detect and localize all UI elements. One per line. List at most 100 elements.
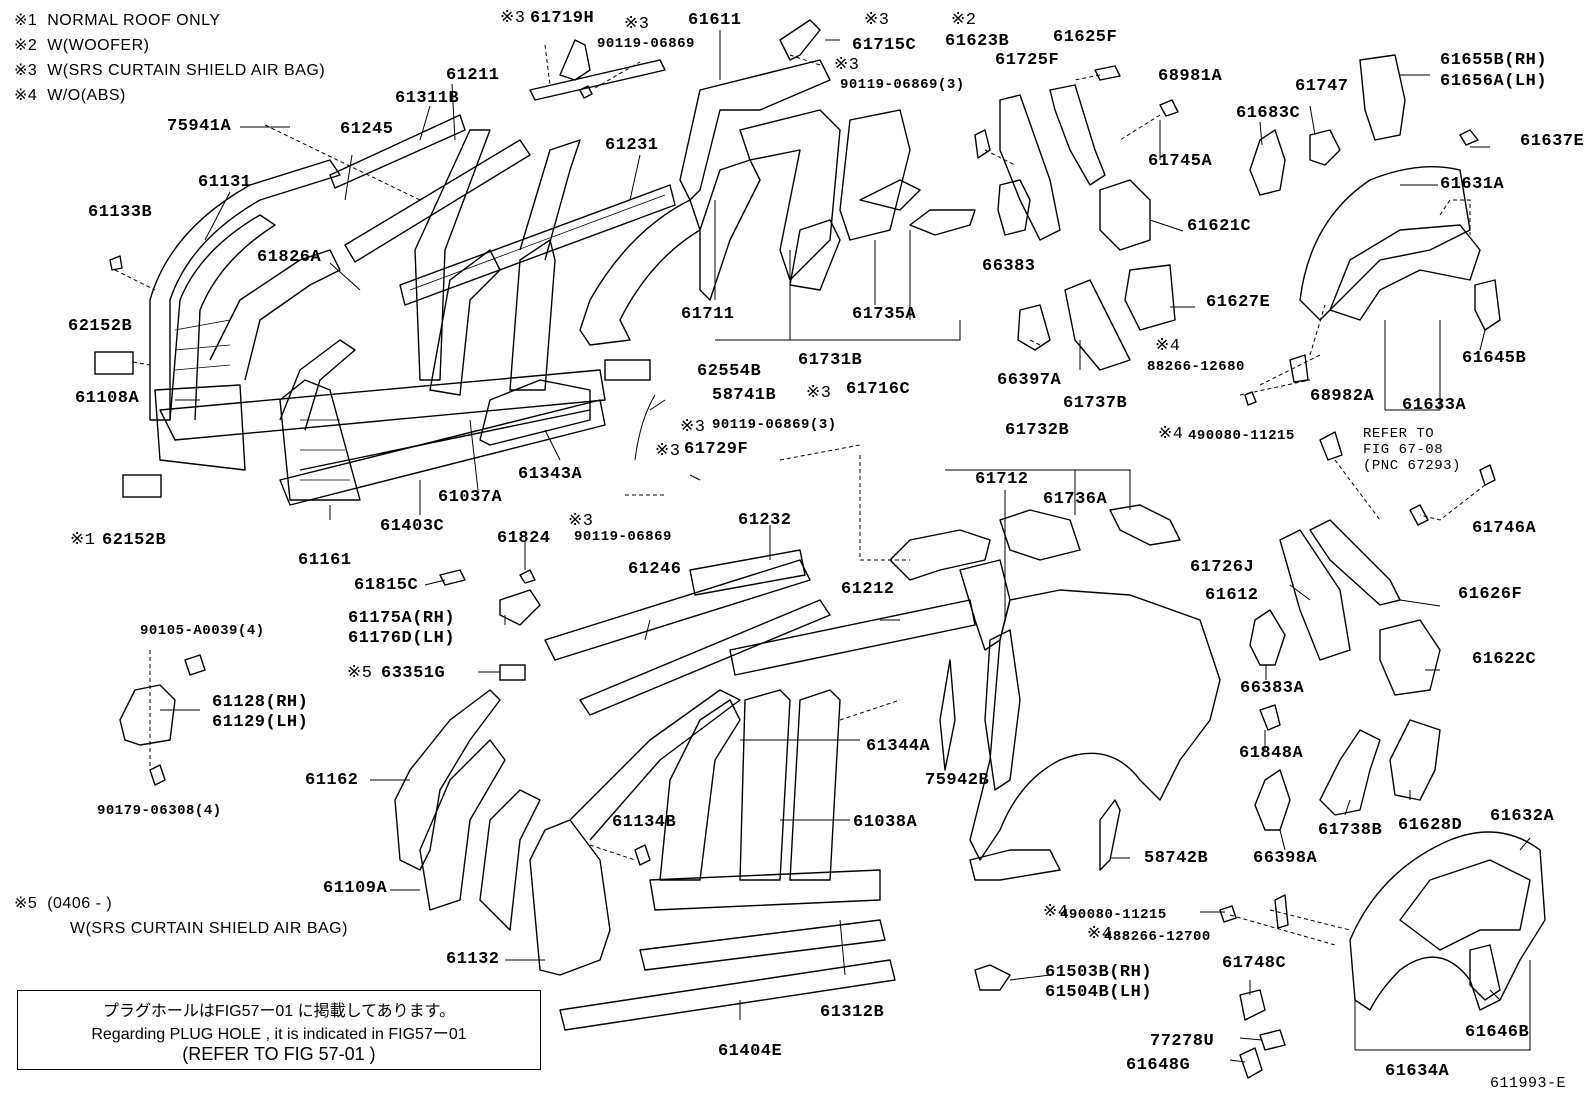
part-label: 61712 <box>975 470 1029 489</box>
note-mark: ※1 <box>14 12 38 29</box>
leader-lines <box>160 30 1531 1063</box>
part-label: 58742B <box>1144 849 1209 868</box>
part-label: 61132 <box>446 950 500 969</box>
part-label: 61403C <box>380 517 445 536</box>
part-label: 61344A <box>866 737 931 756</box>
part-label: 61232 <box>738 511 792 530</box>
part-label: 61176D(LH) <box>348 629 456 648</box>
ref-mark-4: ※4 <box>1158 425 1184 444</box>
part-label: 90179-06308(4) <box>97 803 222 819</box>
part-label: 61161 <box>298 551 352 570</box>
note-text: W/O(ABS) <box>47 87 126 104</box>
part-label: 63351G <box>381 664 446 683</box>
part-label: 88266-12680 <box>1147 359 1245 375</box>
part-label: 61626F <box>1458 585 1523 604</box>
part-label: 61637E <box>1520 132 1585 151</box>
part-label: 61311B <box>395 89 460 108</box>
dashed-guides <box>114 44 1486 946</box>
part-label: 61038A <box>853 813 918 832</box>
ref-mark-3: ※3 <box>864 11 890 30</box>
part-label: 61735A <box>852 305 917 324</box>
part-label: 61621C <box>1187 217 1252 236</box>
part-label: 61732B <box>1005 421 1070 440</box>
note-text: NORMAL ROOF ONLY <box>47 12 221 29</box>
part-label: 488266-12700 <box>1104 929 1211 945</box>
part-label: 61404E <box>718 1042 783 1061</box>
upper-side-frame <box>149 59 976 506</box>
part-label: 58741B <box>712 386 777 405</box>
part-label: 61131 <box>198 173 252 192</box>
part-label: 61134B <box>612 813 677 832</box>
part-label: 66397A <box>997 371 1062 390</box>
note-mark: ※2 <box>14 37 38 54</box>
part-label: 61503B(RH) <box>1045 963 1153 982</box>
part-label: 61634A <box>1385 1062 1450 1081</box>
part-label: 61725F <box>995 51 1060 70</box>
ref-mark-3: ※3 <box>680 418 706 437</box>
part-label: 90119-06869 <box>574 529 672 545</box>
part-label: 61815C <box>354 576 419 595</box>
part-label: 66398A <box>1253 849 1318 868</box>
part-label: 61611 <box>688 11 742 30</box>
part-label: 75941A <box>167 117 232 136</box>
ref-mark-2: ※2 <box>951 11 977 30</box>
plug-note-line-1: プラグホールはFIG57ー01 に掲載してあります。 <box>102 1003 456 1020</box>
part-label: 61612 <box>1205 586 1259 605</box>
part-label: 61645B <box>1462 349 1527 368</box>
ref-mark-4: ※4 <box>1043 903 1069 922</box>
plug-hole-note-box: プラグホールはFIG57ー01 に掲載してあります。 Regarding PLU… <box>17 990 541 1070</box>
note-mark: ※4 <box>14 87 38 104</box>
part-label: 61625F <box>1053 28 1118 47</box>
part-label: 61133B <box>88 203 153 222</box>
part-label: 61631A <box>1440 175 1505 194</box>
part-label: 62554B <box>697 362 762 381</box>
part-label: 61729F <box>684 440 749 459</box>
refer-line-2: FIG 67-08 <box>1363 442 1444 458</box>
ref-mark-1: ※1 <box>70 531 96 550</box>
part-label: 90119-06869 <box>597 36 695 52</box>
ref-mark-3: ※3 <box>500 9 526 28</box>
ref-mark-3: ※3 <box>806 384 832 403</box>
part-label: 61108A <box>75 389 140 408</box>
refer-line-1: REFER TO <box>1363 426 1435 442</box>
part-label: 61826A <box>257 248 322 267</box>
part-label: 75942B <box>925 771 990 790</box>
refer-line-3: (PNC 67293) <box>1363 458 1461 474</box>
part-label: 61736A <box>1043 490 1108 509</box>
part-label: 61648G <box>1126 1056 1191 1075</box>
part-label: 61824 <box>497 529 551 548</box>
part-label: 90119-06869(3) <box>712 417 837 433</box>
part-label: 66383A <box>1240 679 1305 698</box>
ref-mark-5: ※5 <box>347 664 373 683</box>
part-label: 62152B <box>102 531 167 550</box>
part-label: 61848A <box>1239 744 1304 763</box>
ref-mark-3: ※3 <box>834 56 860 75</box>
part-label: 90119-06869(3) <box>840 77 965 93</box>
lower-side-frame <box>119 549 976 1031</box>
part-label: 490080-11215 <box>1188 428 1295 444</box>
part-label: 61747 <box>1295 77 1349 96</box>
part-label: 61711 <box>681 305 735 324</box>
plug-note-line-2: Regarding PLUG HOLE , it is indicated in… <box>91 1026 467 1043</box>
part-label: 61231 <box>605 136 659 155</box>
part-label: 66383 <box>982 257 1036 276</box>
part-label: 61246 <box>628 560 682 579</box>
figure-id: 611993-E <box>1490 1075 1567 1092</box>
note-mark: ※3 <box>14 62 38 79</box>
part-label: 61627E <box>1206 293 1271 312</box>
ref-mark-3: ※3 <box>624 15 650 34</box>
note-5-text: W(SRS CURTAIN SHIELD AIR BAG) <box>70 920 348 937</box>
note-1: ※1 NORMAL ROOF ONLY <box>14 12 221 30</box>
part-label: 61343A <box>518 465 583 484</box>
part-label: 61726J <box>1190 558 1255 577</box>
part-label: 77278U <box>1150 1032 1215 1051</box>
part-label: 61245 <box>340 120 394 139</box>
part-label: 61622C <box>1472 650 1537 669</box>
part-label: 61716C <box>846 380 911 399</box>
note-5-header: ※5 (0406 - ) <box>14 895 112 913</box>
note-range: (0406 - ) <box>47 895 113 912</box>
part-label: 61128(RH) <box>212 693 309 712</box>
part-label: 61312B <box>820 1003 885 1022</box>
part-label: 61037A <box>438 488 503 507</box>
plug-note-line-3: (REFER TO FIG 57-01 ) <box>182 1044 376 1064</box>
